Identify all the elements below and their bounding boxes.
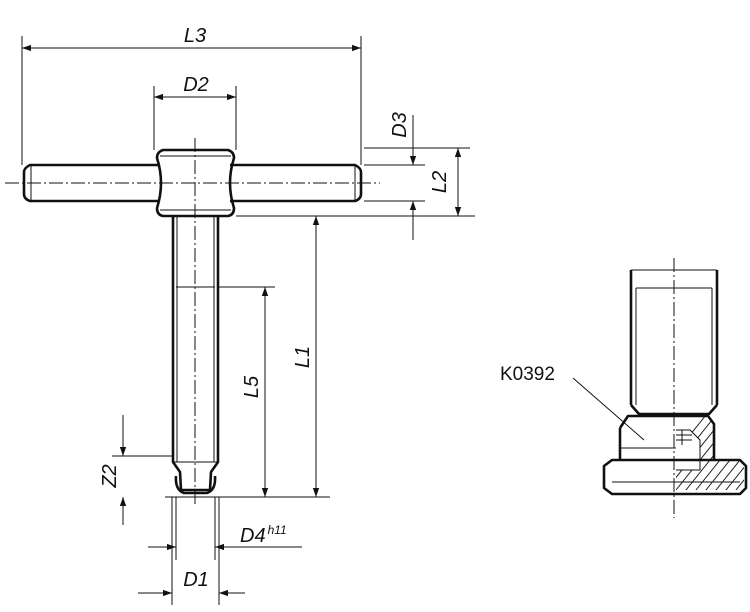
dim-label-l1: L1 <box>292 346 314 368</box>
dim-label-d2: D2 <box>183 74 209 96</box>
dim-label-d3: D3 <box>389 112 411 138</box>
detail-section-view: K0392 <box>500 258 748 518</box>
dim-label-z2: Z2 <box>99 464 121 488</box>
dim-label-l2: L2 <box>429 171 451 193</box>
dimension-lines <box>22 44 462 597</box>
dim-label-l3: L3 <box>184 25 206 47</box>
detail-pad <box>602 414 748 496</box>
part-number-label: K0392 <box>500 364 555 385</box>
dim-label-l5: L5 <box>241 375 263 398</box>
callout-leader <box>572 377 645 441</box>
handle-shaft <box>171 216 220 495</box>
dim-label-d1: D1 <box>183 569 209 591</box>
extension-lines <box>21 36 475 605</box>
